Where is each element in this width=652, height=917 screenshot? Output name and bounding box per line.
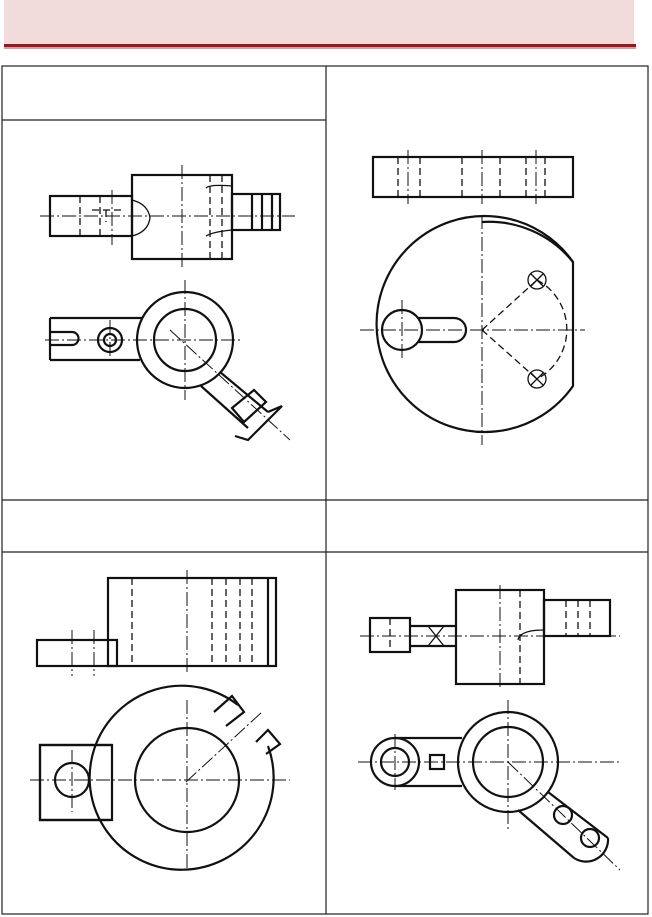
drawing-round-plate <box>360 150 585 445</box>
header-shadow <box>4 47 636 49</box>
drawing-slotted-bracket <box>358 585 621 871</box>
drawing-fork-arm <box>40 165 295 442</box>
header-band <box>4 0 634 44</box>
header-rule <box>4 44 636 47</box>
table-frame <box>1 65 649 915</box>
drawing-split-ring <box>30 570 290 871</box>
